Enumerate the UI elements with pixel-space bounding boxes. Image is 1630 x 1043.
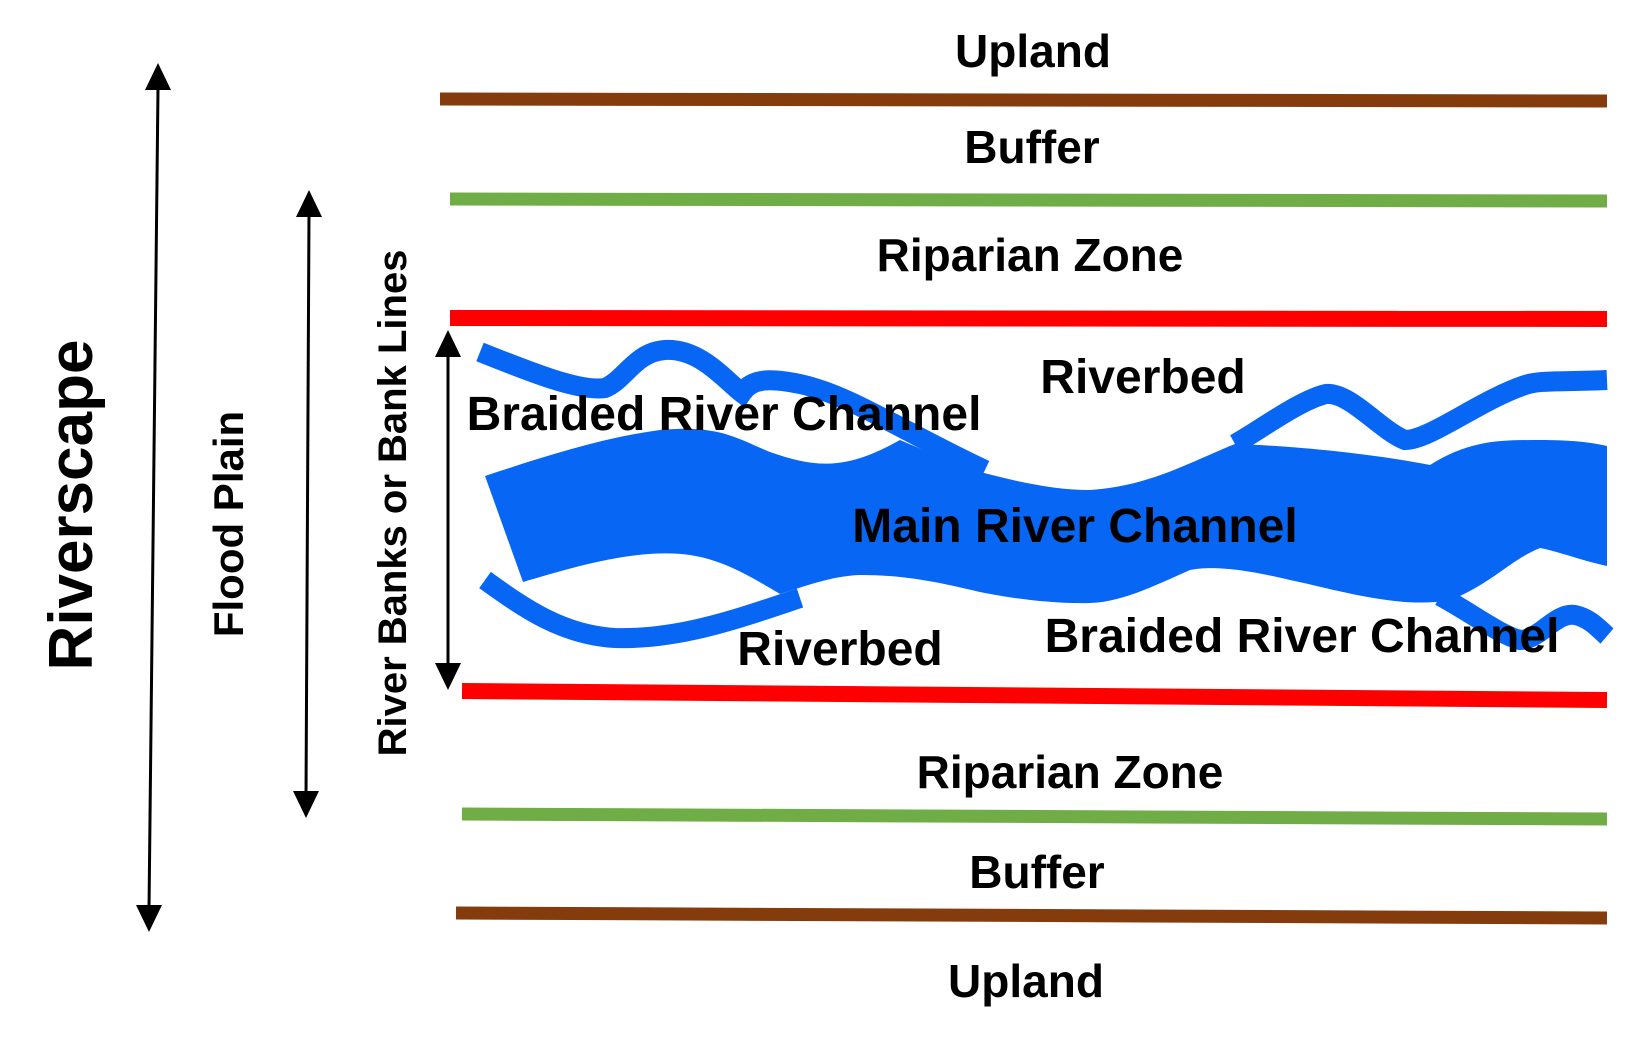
label-riverscape: Riverscape — [37, 340, 106, 671]
label-upland-bottom: Upland — [948, 955, 1104, 1007]
arrow-up-icon — [145, 63, 171, 90]
river-banks-arrow — [435, 330, 461, 690]
label-riverbed-bottom: Riverbed — [737, 623, 942, 676]
label-braided-channel-top: Braided River Channel — [467, 388, 982, 441]
arrow-up-icon — [435, 330, 461, 357]
arrow-down-icon — [293, 791, 319, 818]
arrow-up-icon — [296, 190, 322, 217]
upland-buffer-boundary-top — [439, 92, 1608, 108]
bank-line-bottom — [461, 683, 1608, 708]
upland-buffer-boundary-bottom — [455, 906, 1608, 925]
buffer-riparian-boundary-top — [449, 192, 1608, 208]
bank-line-top — [449, 310, 1608, 327]
arrow-down-icon — [136, 905, 162, 932]
label-upland-top: Upland — [955, 25, 1111, 77]
lower-braided-channel-right — [1435, 587, 1614, 651]
boundary-lines — [439, 92, 1608, 925]
label-riparian-top: Riparian Zone — [877, 229, 1184, 281]
upper-braided-channel-left — [476, 340, 990, 480]
buffer-riparian-boundary-bottom — [461, 807, 1608, 826]
main-river-channel-shape — [485, 428, 1607, 604]
arrow-down-icon — [435, 663, 461, 690]
label-flood-plain: Flood Plain — [205, 411, 252, 637]
lower-braided-channel-left — [479, 571, 804, 649]
label-buffer-bottom: Buffer — [969, 846, 1105, 898]
label-riverbed-top: Riverbed — [1040, 351, 1245, 404]
label-main-river-channel: Main River Channel — [852, 500, 1297, 553]
label-braided-channel-bottom: Braided River Channel — [1045, 610, 1560, 663]
label-buffer-top: Buffer — [964, 121, 1100, 173]
upper-braided-channel-right — [1230, 370, 1608, 453]
river-water — [476, 340, 1614, 651]
label-river-banks: River Banks or Bank Lines — [371, 250, 415, 757]
flood-plain-arrow — [293, 190, 322, 818]
label-riparian-bottom: Riparian Zone — [917, 746, 1224, 798]
riverscape-arrow — [136, 63, 171, 932]
